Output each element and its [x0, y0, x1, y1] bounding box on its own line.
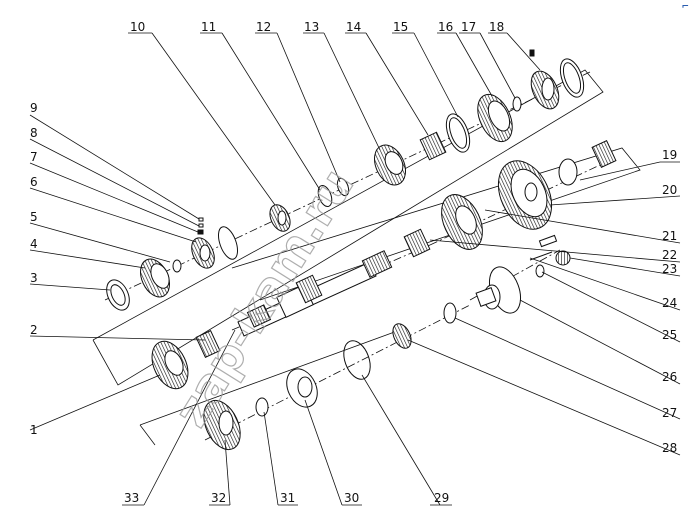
part-bearing-2 [195, 329, 221, 359]
callout-9: 9 [30, 101, 38, 115]
callout-1: 1 [30, 423, 38, 437]
part-pin-7 [197, 229, 204, 235]
callout-labels: 1 2 3 4 5 6 7 8 9 10 11 12 13 14 15 16 1… [30, 20, 677, 505]
part-washer-31 [255, 397, 269, 417]
callout-33: 33 [124, 491, 139, 505]
callout-6: 6 [30, 175, 38, 189]
callout-leaders [29, 32, 681, 506]
callout-20: 20 [662, 183, 677, 197]
callout-15: 15 [393, 20, 408, 34]
part-gear-28 [392, 323, 412, 349]
callout-13: 13 [304, 20, 319, 34]
callout-21: 21 [662, 229, 677, 243]
part-ring-27 [443, 302, 457, 324]
callout-27: 27 [662, 406, 677, 420]
callout-12: 12 [256, 20, 271, 34]
callout-29: 29 [434, 491, 449, 505]
part-ring-11 [317, 184, 333, 208]
part-bolt-23 [555, 250, 571, 266]
callout-19: 19 [662, 148, 677, 162]
callout-2: 2 [30, 323, 38, 337]
callout-5: 5 [30, 210, 38, 224]
part-bearing-14 [419, 131, 447, 161]
part-ring-17 [512, 96, 522, 112]
callout-10: 10 [130, 20, 145, 34]
part-pin-22b [538, 234, 558, 248]
callout-18: 18 [489, 20, 504, 34]
part-ring-12 [336, 177, 350, 197]
part-pin-9 [198, 217, 204, 222]
part-bearing-22 [403, 228, 431, 258]
part-ring-6b [217, 226, 239, 260]
callout-24: 24 [662, 296, 677, 310]
callout-14: 14 [346, 20, 361, 34]
callout-26: 26 [662, 370, 677, 384]
callout-30: 30 [344, 491, 359, 505]
callout-31: 31 [280, 491, 295, 505]
callout-8: 8 [30, 126, 38, 140]
part-pin-8 [198, 223, 204, 228]
callout-22: 22 [662, 248, 677, 262]
callout-23: 23 [662, 262, 677, 276]
part-pin-24 [529, 251, 553, 261]
callout-28: 28 [662, 441, 677, 455]
corner-mark: ⌐ [681, 2, 689, 12]
part-bush [558, 158, 578, 186]
part-ring-5 [172, 259, 182, 273]
callout-3: 3 [30, 271, 38, 285]
part-washer-25 [535, 264, 545, 278]
watermark: zap-kam.ru [164, 159, 365, 436]
callout-4: 4 [30, 237, 38, 251]
callout-7: 7 [30, 150, 38, 164]
parts [106, 49, 617, 451]
callout-32: 32 [211, 491, 226, 505]
callout-11: 11 [201, 20, 216, 34]
part-countershaft [237, 250, 393, 337]
part-bearing-19 [591, 139, 617, 169]
callout-25: 25 [662, 328, 677, 342]
callout-17: 17 [461, 20, 476, 34]
callout-16: 16 [438, 20, 453, 34]
part-snapring-29 [343, 340, 371, 380]
